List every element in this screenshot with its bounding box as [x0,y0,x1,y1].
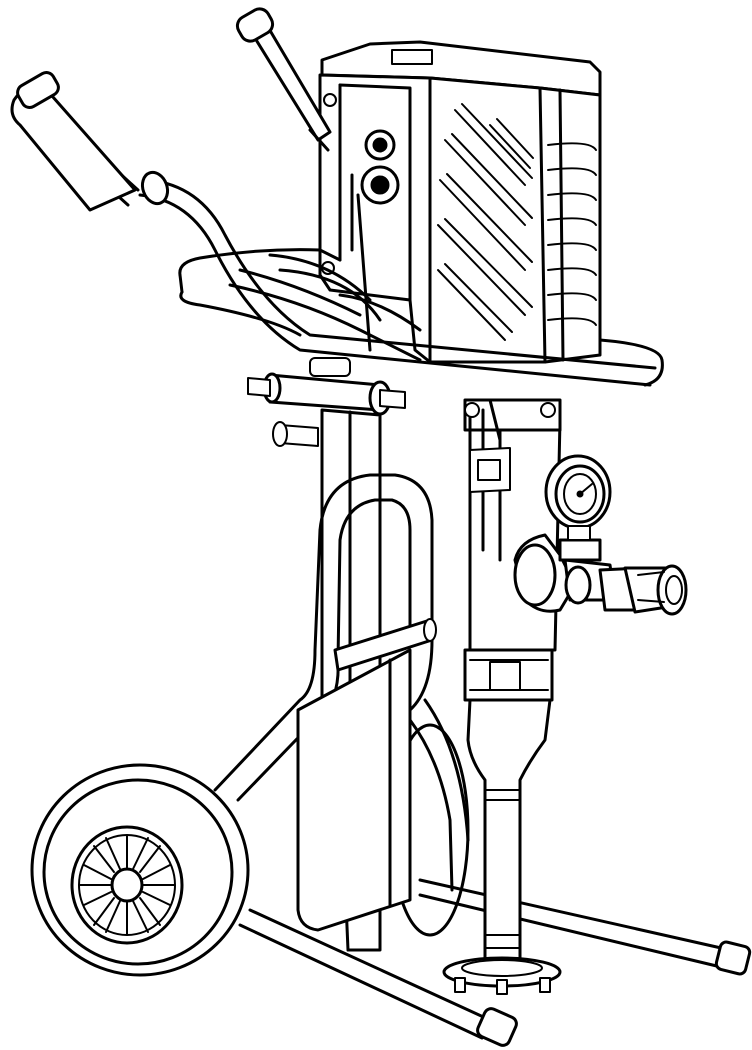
fitting-bar [247,357,406,447]
outlet-valve [564,564,688,616]
manifold [513,533,642,613]
upper-frame-tubing [138,178,664,387]
pump-top-bracket [463,398,562,552]
front-foot-cap [476,1007,518,1047]
right-foot-cap [714,940,752,976]
rear-handle [235,7,332,152]
frame-legs [238,878,732,1040]
vent-slots [437,103,534,341]
pressure-gauge [544,454,612,541]
tray-plate [296,648,412,932]
wheel [30,763,250,977]
front-handle [10,71,170,212]
